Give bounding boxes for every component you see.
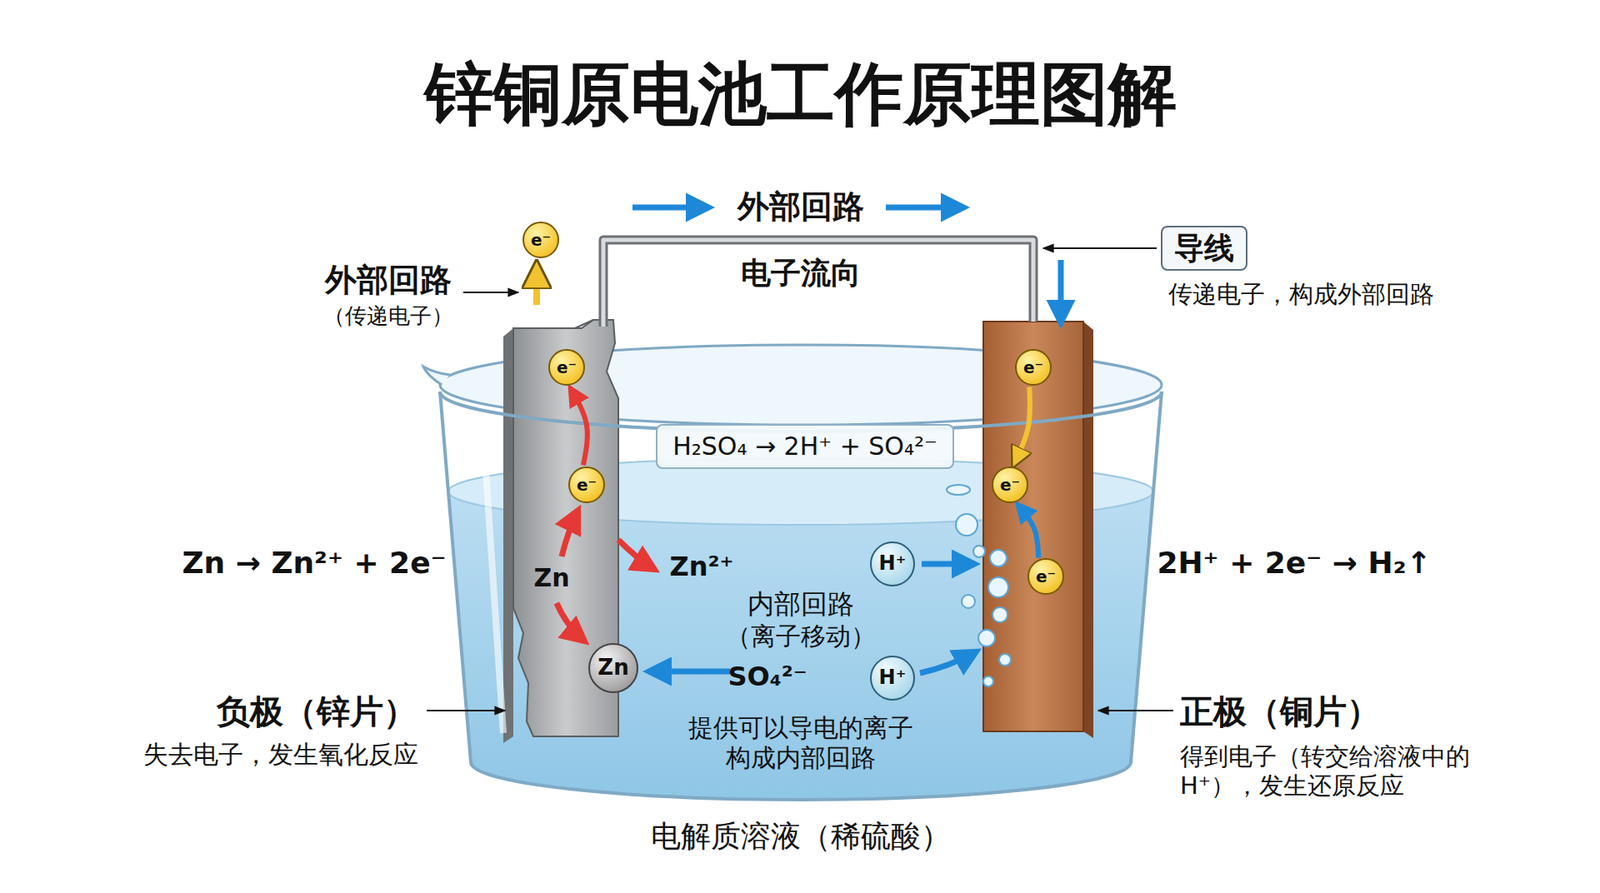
circuit-label: 外部回路 [325, 261, 452, 300]
wire [603, 240, 1034, 327]
electron: e⁻ [522, 221, 560, 259]
node-text: e⁻ [576, 475, 597, 495]
note: 传递电子，构成外部回路 [1168, 280, 1435, 310]
note: 提供可以导电的离子 构成内部回路 [680, 713, 922, 774]
ion-arrow [556, 603, 585, 642]
electron-path-arrow [1017, 504, 1039, 558]
ion-arrow [921, 561, 975, 568]
electrode-label: 负极（锌片） [216, 691, 417, 732]
note: 失去电子，发生氧化反应 [143, 740, 419, 770]
ion-arrow [920, 651, 977, 674]
copper-plate-face [983, 321, 1084, 732]
electron: e⁻ [568, 466, 605, 504]
node-text: 导线 [1174, 230, 1235, 265]
electron: e⁻ [548, 349, 585, 386]
leader-line [1098, 710, 1174, 712]
node-text: e⁻ [556, 358, 577, 378]
leader-line [1043, 247, 1157, 250]
zinc-plate-side [503, 328, 514, 744]
half-equation: Zn → Zn²⁺ + 2e⁻ [181, 545, 446, 581]
circuit-label: 内部回路 [747, 588, 855, 620]
ion-label: Zn²⁺ [670, 550, 735, 583]
ion-label: SO₄²⁻ [727, 660, 807, 693]
caption-label: 电解质溶液（稀硫酸） [650, 818, 951, 855]
callout-box: 导线 [1160, 225, 1248, 270]
node-text: H₂SO₄ → 2H⁺ + SO₄²⁻ [672, 432, 938, 462]
electron-arrow [533, 265, 540, 305]
node-text: H⁺ [879, 552, 907, 576]
flow-arrow [632, 205, 710, 211]
circuit-label: 外部回路 [737, 188, 865, 227]
electron-path-arrow [570, 388, 588, 466]
element-label: Zn [533, 563, 570, 594]
ion-arrow [618, 540, 655, 570]
copper-plate [983, 321, 1094, 739]
electrode-label: 正极（铜片） [1180, 691, 1380, 732]
equation-box: H₂SO₄ → 2H⁺ + SO₄²⁻ [655, 424, 955, 470]
note: （传递电子） [323, 303, 454, 330]
zinc-ion: Zn [588, 643, 639, 694]
beaker-wall [440, 391, 1162, 800]
node-text: H⁺ [879, 666, 907, 690]
hydrogen-ion: H⁺ [870, 541, 915, 587]
ion-arrow [648, 669, 730, 675]
node-text: e⁻ [1023, 358, 1044, 378]
flow-arrow [885, 205, 965, 211]
leader-line [463, 291, 519, 294]
ion-arrow [561, 510, 579, 557]
copper-plate-side [1083, 321, 1094, 739]
leader-line [426, 710, 505, 712]
note: （离子移动） [725, 621, 876, 652]
half-equation: 2H⁺ + 2e⁻ → H₂↑ [1156, 545, 1431, 581]
flow-label: 电子流向 [740, 255, 861, 291]
electron: e⁻ [1027, 558, 1065, 595]
node-text: e⁻ [1035, 567, 1056, 587]
hydrogen-bubbles [946, 485, 1011, 687]
node-text: e⁻ [1000, 475, 1020, 495]
title: 锌铜原电池工作原理图解 [425, 53, 1177, 135]
beaker-spout [423, 366, 450, 385]
note: 得到电子（转交给溶液中的H⁺），发生还原反应 [1180, 742, 1493, 801]
flow-arrow [1058, 260, 1065, 324]
node-text: Zn [597, 655, 629, 681]
node-text: e⁻ [530, 230, 551, 250]
zinc-notch [575, 320, 594, 329]
wire-highlight [603, 240, 1034, 327]
hydrogen-ion: H⁺ [870, 655, 915, 701]
electron: e⁻ [991, 466, 1029, 504]
glass-shine [483, 433, 504, 734]
electron: e⁻ [1015, 349, 1052, 386]
electron-path-arrow [1014, 387, 1030, 465]
